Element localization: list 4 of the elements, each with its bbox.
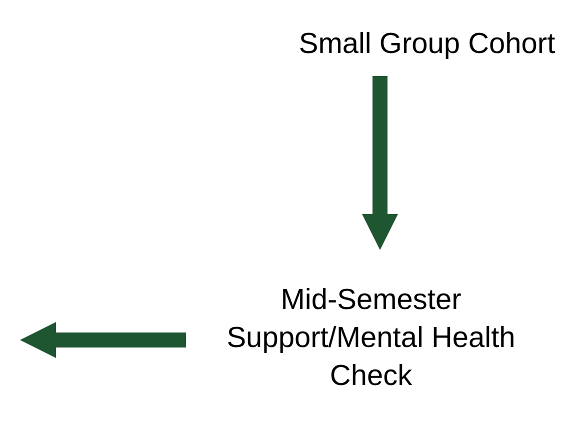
arrow: [362, 76, 398, 250]
node-label: Small Group Cohort: [298, 27, 556, 62]
node-label: Mid-Semester Support/Mental Health Check: [226, 283, 516, 394]
arrow: [20, 322, 186, 358]
